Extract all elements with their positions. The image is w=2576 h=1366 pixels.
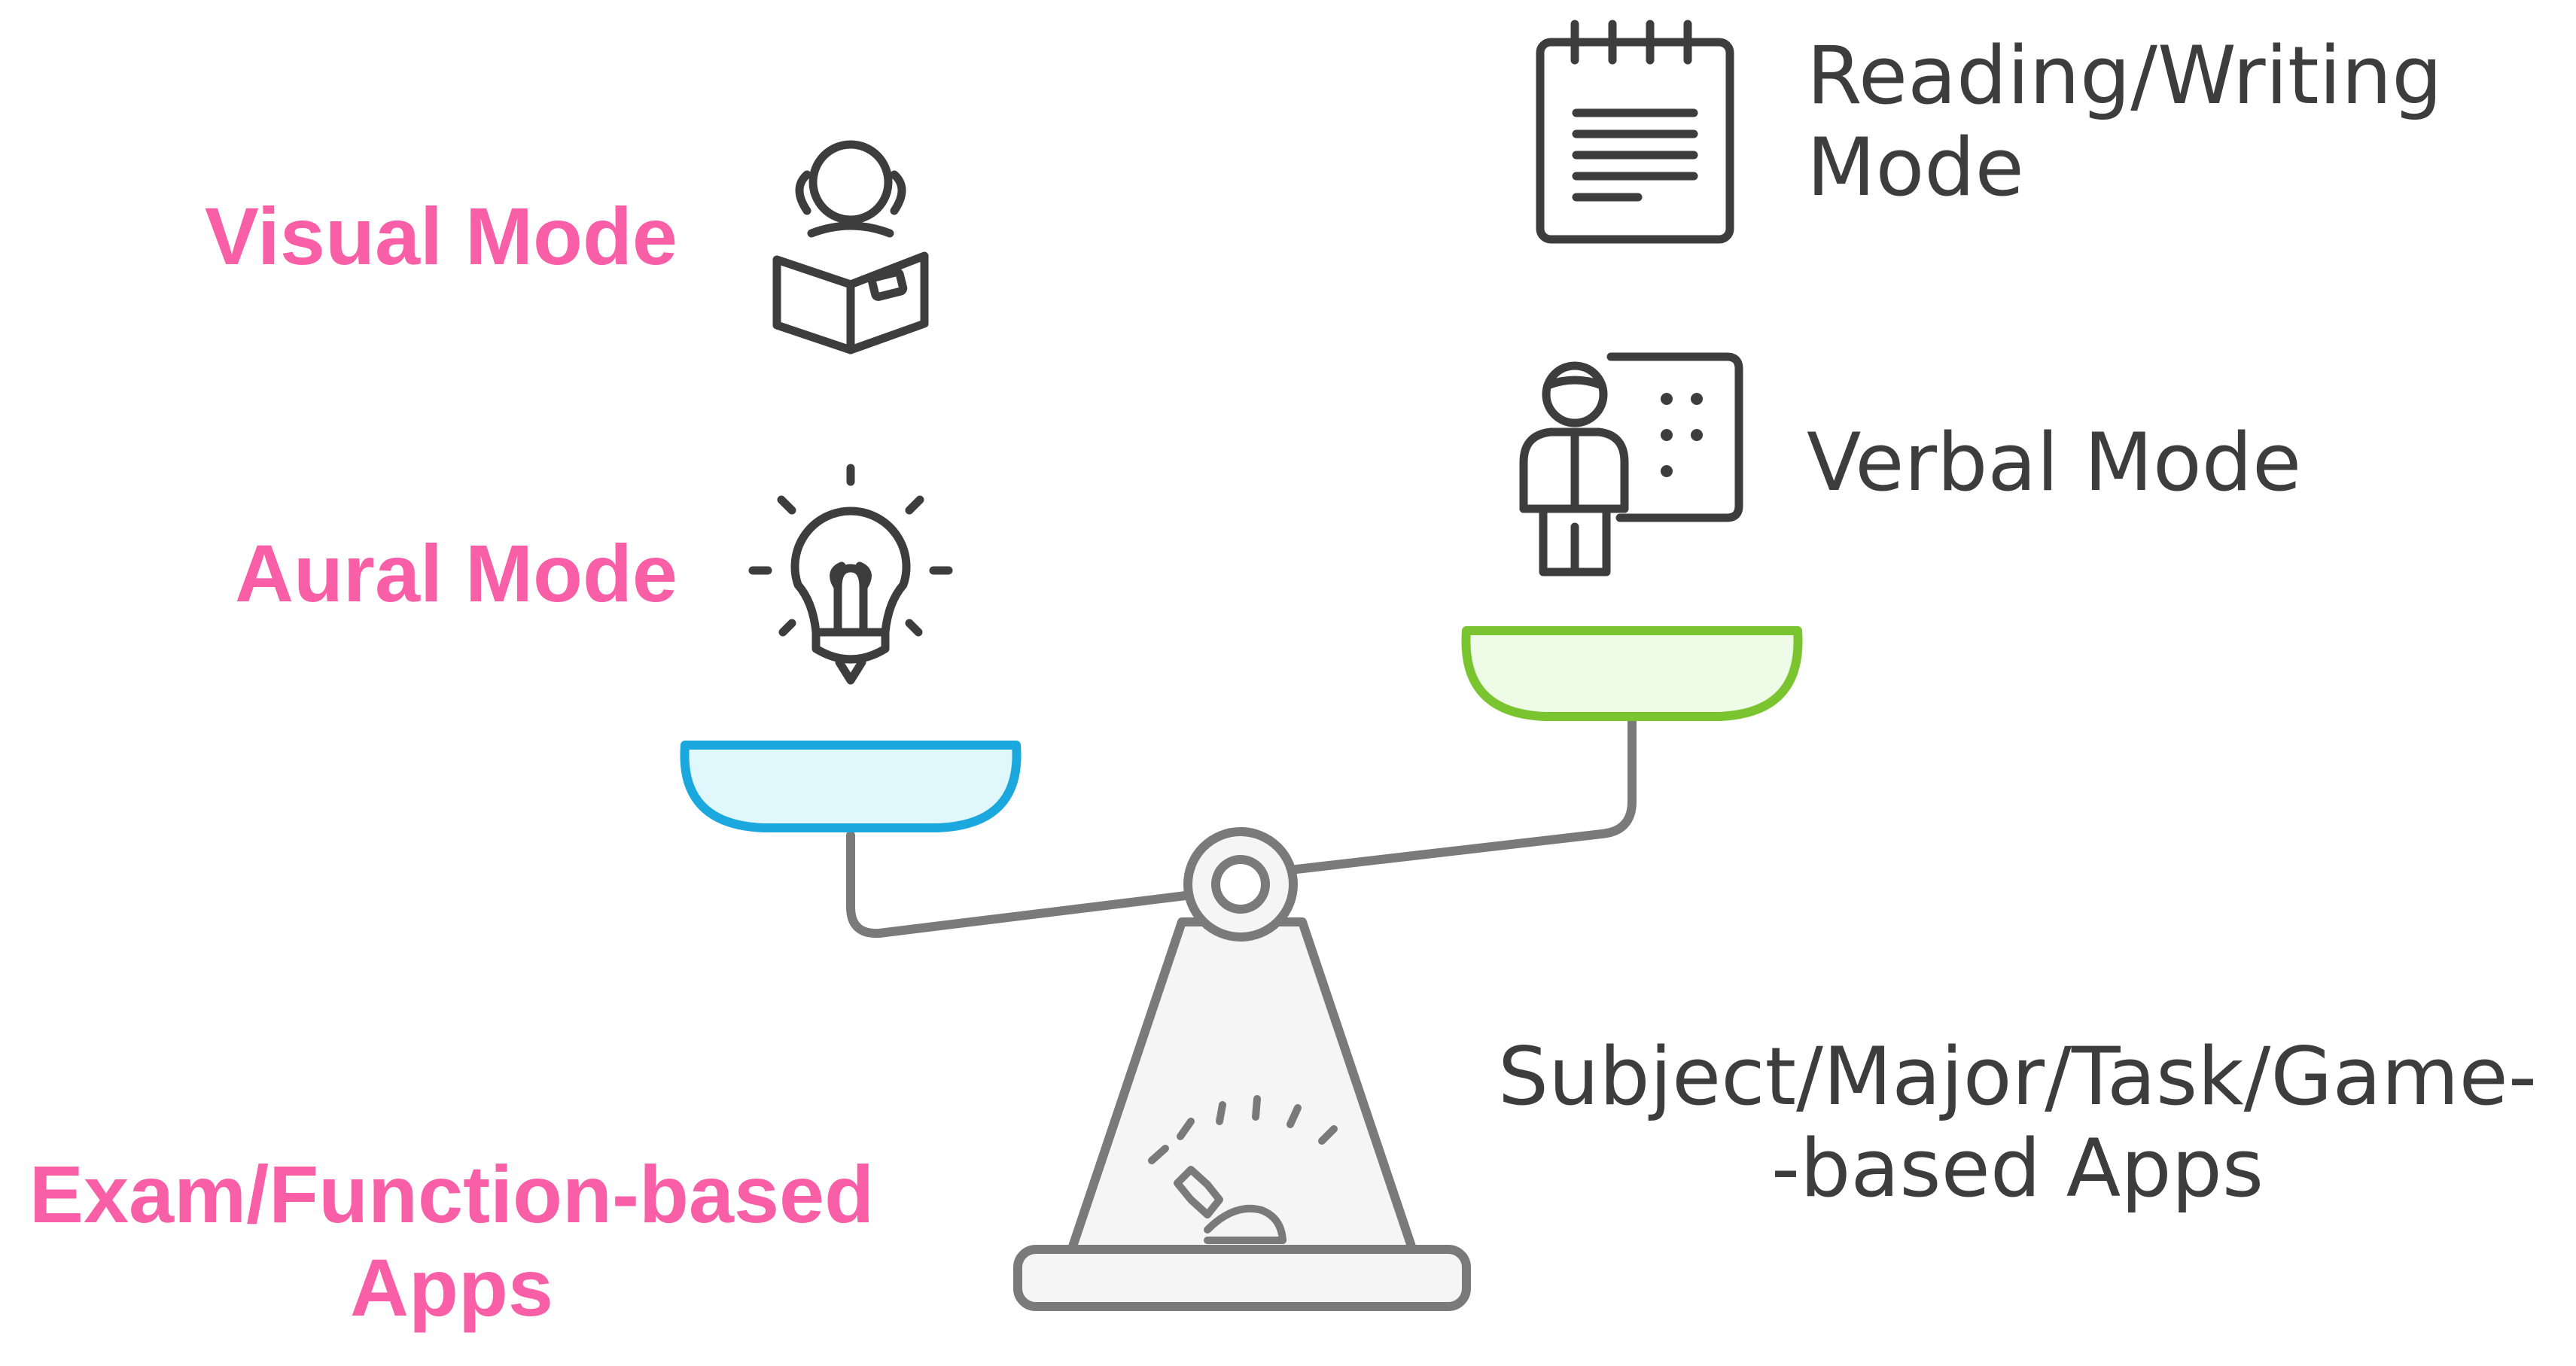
verbal-mode-label: Verbal Mode xyxy=(1807,417,2484,509)
presenter-icon xyxy=(1519,352,1743,577)
exam-function-apps-line-2: Apps xyxy=(350,1242,553,1334)
visual-mode-label: Visual Mode xyxy=(135,190,677,283)
subject-major-task-game-apps-line-1: Subject/Major/Task/Game- xyxy=(1497,1030,2538,1123)
verbal-mode-text: Verbal Mode xyxy=(1807,416,2302,509)
reading-writing-mode-label: Reading/Writing Mode xyxy=(1807,30,2484,214)
reading-person-icon xyxy=(772,140,929,354)
presenter-board-dots xyxy=(1661,393,1703,477)
aural-mode-label: Aural Mode xyxy=(135,527,677,620)
subject-major-task-game-apps-label: Subject/Major/Task/Game- -based Apps xyxy=(1483,1031,2552,1215)
reading-writing-mode-line-1: Reading/Writing xyxy=(1807,29,2443,122)
balance-scale-icon xyxy=(680,626,1803,1311)
subject-major-task-game-apps-line-2: -based Apps xyxy=(1771,1121,2264,1215)
reading-writing-mode-line-2: Mode xyxy=(1807,120,2024,214)
aural-mode-text: Aural Mode xyxy=(234,528,677,619)
exam-function-apps-label: Exam/Function-based Apps xyxy=(15,1148,888,1334)
gauge-icon xyxy=(1148,1095,1338,1244)
lightbulb-icon xyxy=(748,464,953,685)
notepad-icon xyxy=(1536,20,1734,244)
visual-mode-text: Visual Mode xyxy=(204,190,677,281)
exam-function-apps-line-1: Exam/Function-based xyxy=(29,1148,875,1240)
